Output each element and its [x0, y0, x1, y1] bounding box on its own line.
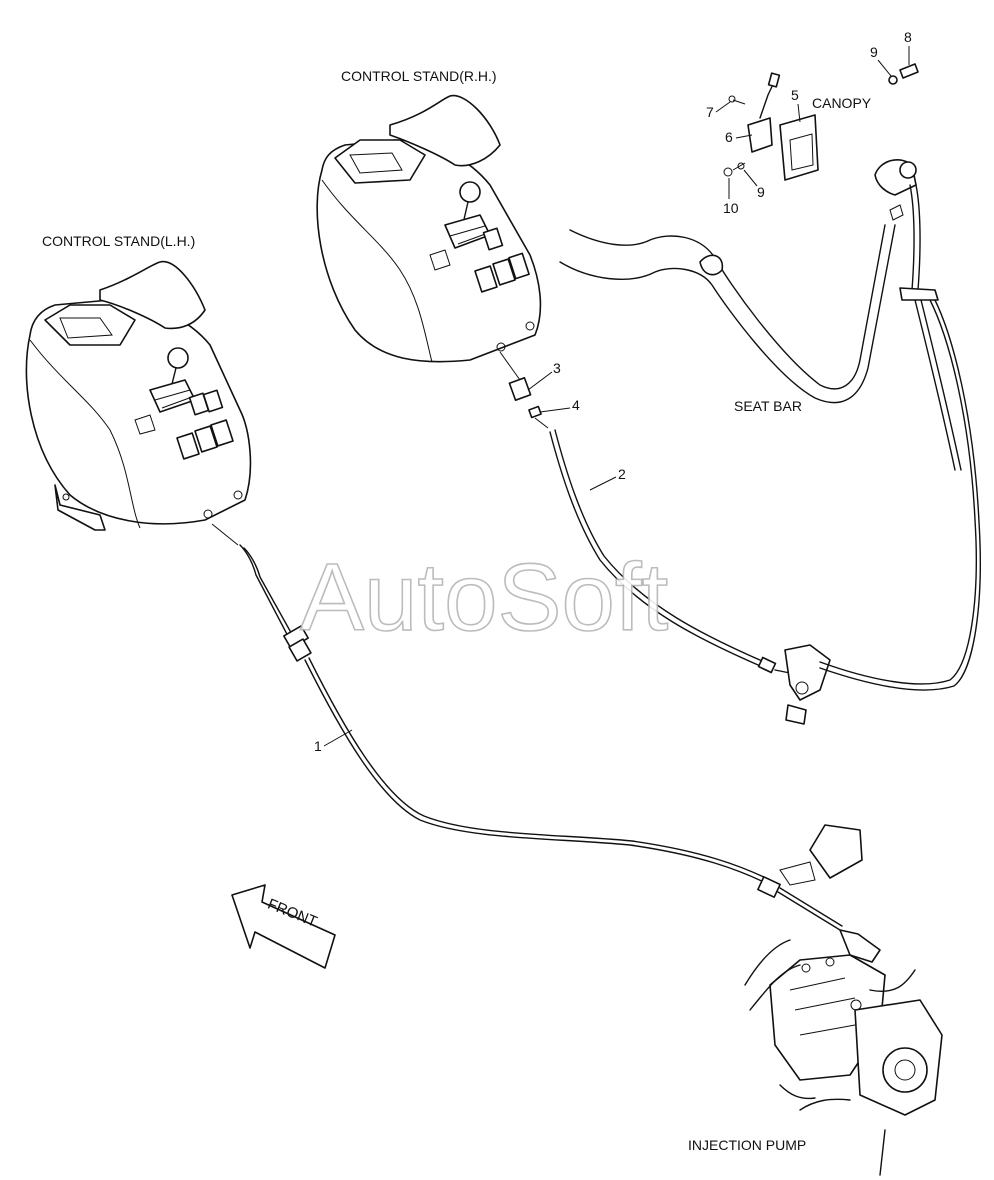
callout-2: 2 — [618, 466, 626, 482]
callout-9-top: 9 — [870, 44, 878, 60]
callout-7: 7 — [706, 104, 714, 120]
callout-9-bottom: 9 — [757, 184, 765, 200]
callout-1: 1 — [314, 738, 322, 754]
callout-3: 3 — [553, 360, 561, 376]
control-stand-rh-label: CONTROL STAND(R.H.) — [341, 68, 497, 84]
callout-4: 4 — [572, 397, 580, 413]
callout-6: 6 — [725, 129, 733, 145]
canopy-label: CANOPY — [812, 95, 872, 111]
front-arrow: FRONT — [231, 884, 336, 969]
control-stand-rh — [316, 94, 542, 363]
callouts: 1 2 3 4 5 6 7 8 9 9 10 — [314, 29, 912, 754]
cable-1 — [211, 523, 881, 963]
control-stand-lh — [25, 260, 252, 531]
canopy-hardware — [723, 63, 919, 181]
cable-2 — [499, 297, 981, 725]
callout-8: 8 — [904, 29, 912, 45]
injection-pump — [744, 939, 943, 1176]
injection-pump-label: INJECTION PUMP — [688, 1137, 806, 1153]
control-stand-lh-label: CONTROL STAND(L.H.) — [42, 233, 195, 249]
callout-5: 5 — [791, 87, 799, 103]
watermark: AutoSoft — [300, 544, 668, 651]
seat-bar-label: SEAT BAR — [734, 398, 802, 414]
seat-bar — [559, 159, 962, 471]
callout-10: 10 — [723, 200, 739, 216]
